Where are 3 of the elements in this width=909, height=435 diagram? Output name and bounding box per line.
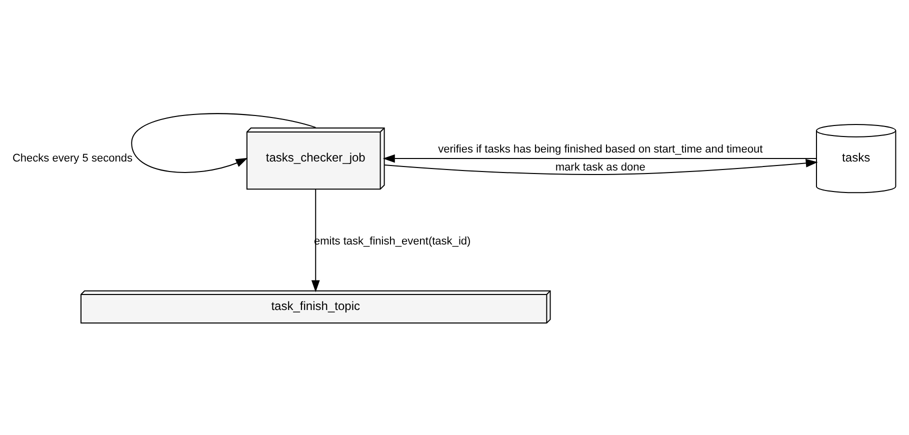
edge-label: verifies if tasks has being finished based on start_time and timeout xyxy=(438,142,763,155)
edge-label: mark task as done xyxy=(555,160,646,173)
edge-label: Checks every 5 seconds xyxy=(12,152,132,164)
